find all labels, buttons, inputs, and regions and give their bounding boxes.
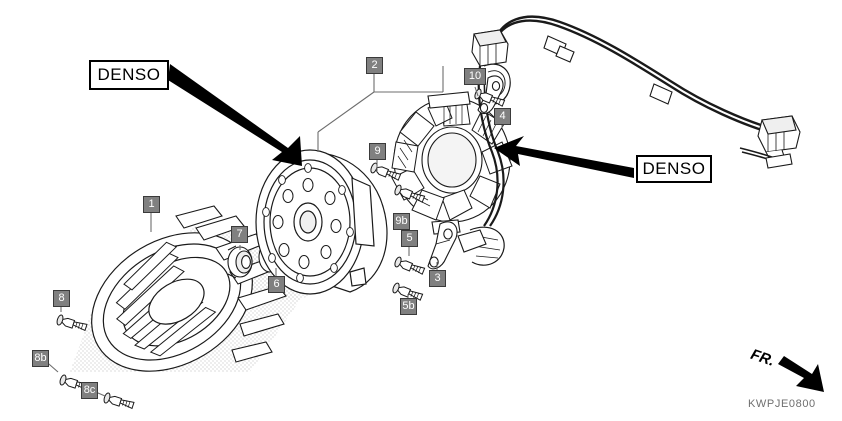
stator-assembly bbox=[391, 91, 513, 235]
denso-label-left: DENSO bbox=[89, 60, 169, 90]
callout-4[interactable]: 4 bbox=[494, 108, 511, 125]
callout-6[interactable]: 6 bbox=[268, 276, 285, 293]
flywheel-rotor bbox=[255, 149, 388, 295]
cooling-fan bbox=[91, 205, 287, 372]
callout-1[interactable]: 1 bbox=[143, 196, 160, 213]
flange-nut bbox=[227, 245, 253, 279]
diagram-part-number: KWPJE0800 bbox=[748, 398, 816, 410]
callout-5-upper[interactable]: 5 bbox=[401, 230, 418, 247]
callout-5-lower[interactable]: 5b bbox=[400, 298, 417, 315]
callout-7[interactable]: 7 bbox=[231, 226, 248, 243]
wire-clamp-stay bbox=[427, 221, 458, 270]
denso-pointer-arrows bbox=[168, 64, 634, 178]
callout-9-lower[interactable]: 9b bbox=[393, 213, 410, 230]
callout-10[interactable]: 10 bbox=[464, 68, 486, 85]
callout-8-lower-left[interactable]: 8b bbox=[32, 350, 49, 367]
callout-9-upper[interactable]: 9 bbox=[369, 143, 386, 160]
callout-8-bottom[interactable]: 8c bbox=[81, 382, 98, 399]
denso-label-right: DENSO bbox=[636, 155, 712, 183]
callout-8-left[interactable]: 8 bbox=[53, 290, 70, 307]
fr-arrow-icon bbox=[778, 356, 824, 392]
callout-3[interactable]: 3 bbox=[429, 270, 446, 287]
callout-2[interactable]: 2 bbox=[366, 57, 383, 74]
wiring-harness bbox=[457, 15, 801, 266]
